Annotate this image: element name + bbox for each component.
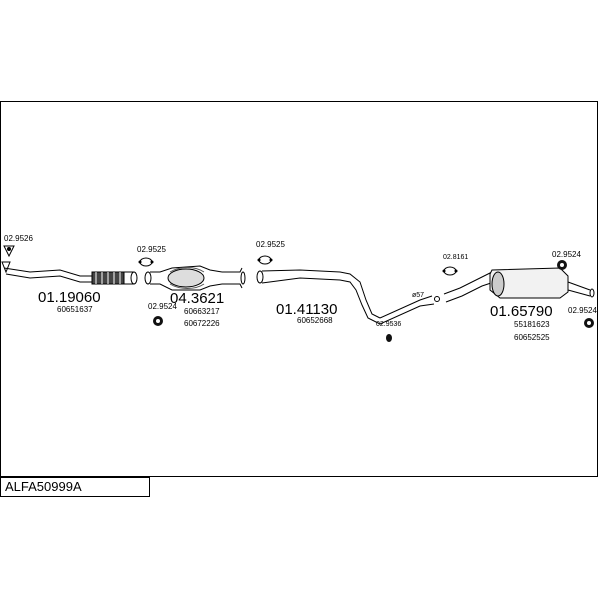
fitting-label: 02.9526	[4, 234, 33, 243]
gasket-fitting: 02.9526	[3, 234, 33, 258]
fitting-label: 02.9525	[137, 245, 166, 254]
diagram-code-box: ALFA50999A	[0, 477, 150, 497]
part-code: 01.65790	[490, 303, 553, 320]
part-ref: 60652525	[514, 333, 550, 342]
fitting-label: 02.9536	[376, 321, 401, 328]
clamp-fitting: 02.8161	[442, 254, 468, 276]
fitting-label: 02.9524	[552, 250, 581, 259]
middle-pipe	[256, 269, 381, 325]
clamp-fitting: 02.9525	[137, 245, 166, 267]
catalytic-converter	[144, 265, 246, 291]
part-code: 04.3621	[170, 290, 224, 307]
rubber-hanger-fitting: 02.9524	[568, 306, 597, 328]
part-ref: 55181623	[514, 320, 550, 329]
diagram-code: ALFA50999A	[5, 479, 82, 494]
rubber-hanger-fitting: 02.9524	[552, 250, 581, 270]
part-ref: 60663217	[184, 307, 220, 316]
part-ref: 60672226	[184, 319, 220, 328]
diameter-label: ø57	[412, 292, 424, 299]
rubber-hanger-fitting: 02.9524	[148, 302, 177, 326]
rear-silencer	[443, 267, 595, 303]
part-ref: 60651637	[57, 305, 93, 314]
front-pipe	[1, 261, 138, 285]
fitting-label: 02.8161	[443, 254, 468, 261]
rubber-hanger-fitting: 02.9536	[376, 321, 401, 342]
clamp-fitting: 02.9525	[256, 240, 285, 265]
fitting-label: 02.9524	[148, 302, 177, 311]
part-code: 01.41130	[276, 301, 337, 318]
part-ref: 60652668	[297, 316, 333, 325]
diagram-frame	[0, 101, 598, 477]
part-code: 01.19060	[38, 289, 101, 306]
fitting-label: 02.9525	[256, 240, 285, 249]
connector-pipe: ø57	[379, 292, 440, 325]
fitting-label: 02.9524	[568, 306, 597, 315]
